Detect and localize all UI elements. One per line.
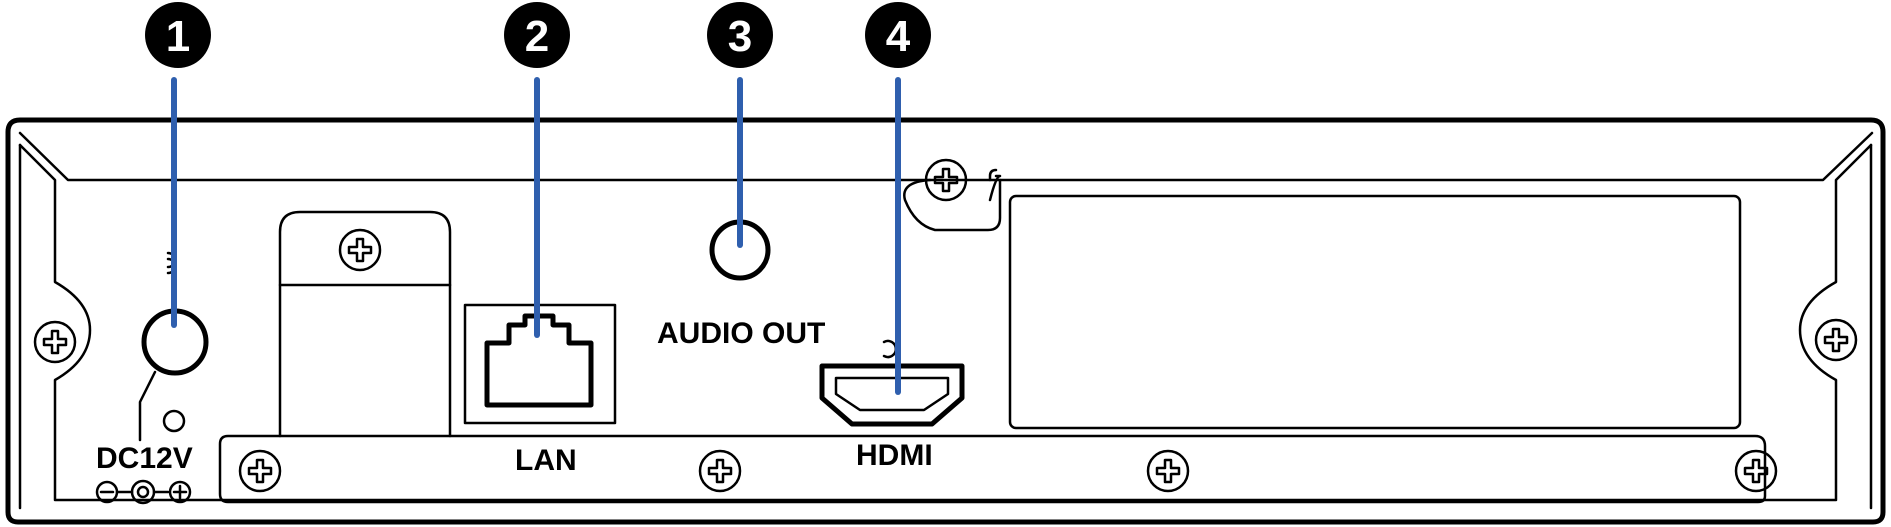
screws [33,158,1858,493]
callouts: 1 2 3 4 [145,2,931,68]
screw-icon [1146,449,1190,493]
bottom-rail [218,434,1767,504]
screw-icon [1734,449,1778,493]
screw-icon [33,320,77,364]
hdmi-label: HDMI [856,439,933,472]
callout-3: 3 [707,2,773,68]
callout-1: 1 [145,2,211,68]
svg-text:4: 4 [886,12,911,61]
dc12v-jack: DC12V [95,251,209,505]
screw-icon [238,449,282,493]
screw-icon [698,449,742,493]
chassis-outline [5,117,1886,525]
callout-4: 4 [865,2,931,68]
svg-text:3: 3 [728,12,752,61]
label-plate [903,168,1742,430]
svg-text:1: 1 [166,12,190,61]
svg-text:2: 2 [525,12,549,61]
lan-port: LAN [463,303,617,477]
leader-lines [171,77,901,395]
lan-label: LAN [515,444,577,477]
dc-polarity-icon [95,479,192,505]
hdmi-port-icon [819,363,965,427]
lan-port-icon [484,313,594,408]
audio-out-label: AUDIO OUT [657,317,825,350]
callout-2: 2 [504,2,570,68]
dc12v-label: DC12V [96,442,193,475]
screw-icon [338,228,382,272]
hdmi-port: HDMI [819,339,965,472]
screw-icon [924,158,968,202]
screw-icon [1814,318,1858,362]
connector-housing [278,210,452,438]
